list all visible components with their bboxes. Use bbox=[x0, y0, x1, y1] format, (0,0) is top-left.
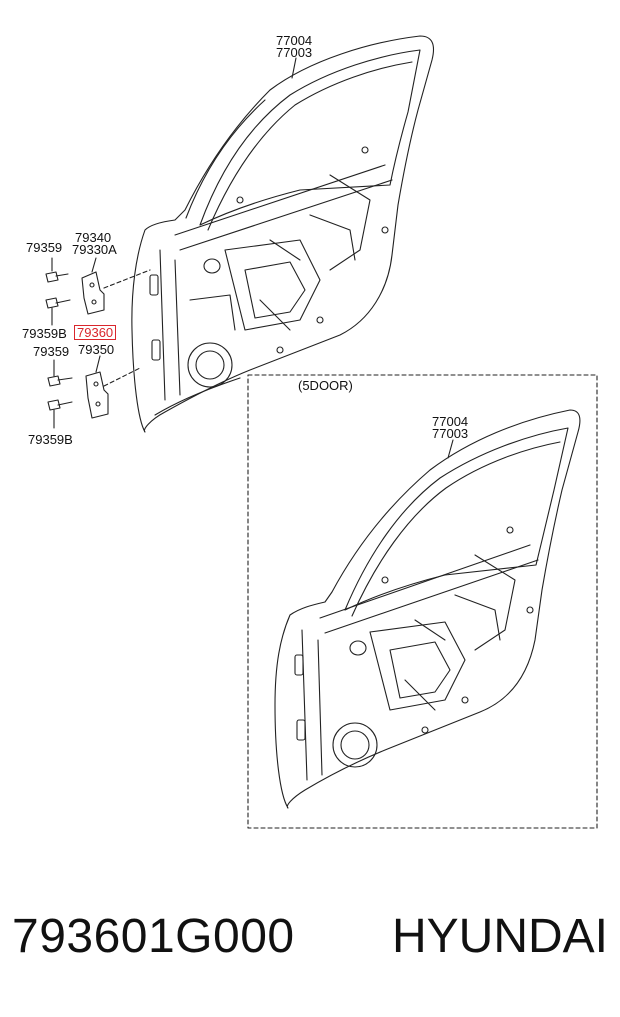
door-diagram-svg bbox=[45, 35, 598, 829]
leader-77003-top bbox=[291, 57, 297, 79]
label-77004-top: 77004 bbox=[276, 33, 313, 48]
hinge-assembly bbox=[45, 257, 151, 429]
part-footer: 793601G000 HYUNDAI bbox=[0, 905, 620, 975]
label-5door: (5DOOR) bbox=[298, 378, 353, 393]
label-79359b-lower: 79359B bbox=[28, 432, 73, 447]
label-79359-lower: 79359 bbox=[33, 344, 70, 359]
label-79340: 79340 bbox=[75, 230, 112, 245]
label-77003-top: 77003 bbox=[276, 45, 313, 60]
label-79330a: 79330A bbox=[72, 242, 117, 257]
5door-dashed-box bbox=[247, 374, 598, 829]
label-79360-highlighted: 79360 bbox=[74, 325, 117, 340]
label-79359-upper: 79359 bbox=[26, 240, 63, 255]
rear-door-illustration bbox=[131, 35, 435, 433]
part-number: 793601G000 bbox=[12, 910, 295, 963]
5door-door-illustration bbox=[274, 409, 581, 809]
label-77004-box: 77004 bbox=[432, 414, 469, 429]
label-79350: 79350 bbox=[78, 342, 115, 357]
leader-77003-box bbox=[447, 439, 454, 459]
parts-diagram: 77004 77003 79359 79340 79330A 79359B 79… bbox=[22, 33, 598, 829]
label-79359b-upper: 79359B bbox=[22, 326, 67, 341]
label-77003-box: 77003 bbox=[432, 426, 469, 441]
brand-name: HYUNDAI bbox=[391, 910, 608, 963]
